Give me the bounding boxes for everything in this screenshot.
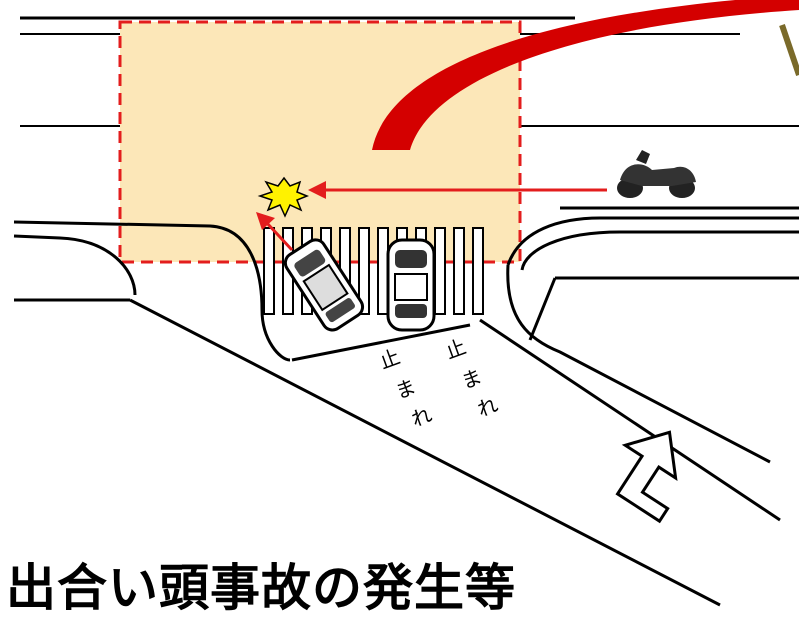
stop-marking-right: 止 ま れ	[442, 334, 501, 421]
stop-char: れ	[408, 402, 435, 431]
stop-char: 止	[442, 334, 469, 363]
car-path-arrow	[256, 212, 294, 252]
stop-marking-left: 止 ま れ	[376, 344, 435, 431]
entering-car	[283, 238, 365, 332]
stopped-car	[386, 238, 436, 332]
left-road-edge	[13, 220, 721, 607]
diagram-caption: 出合い頭事故の発生等	[6, 559, 516, 617]
right-road-edge	[479, 216, 799, 522]
stop-char: ま	[392, 374, 419, 403]
direction-arrow-icon	[615, 430, 678, 524]
stop-char: ま	[458, 364, 485, 393]
motorcycle-path-arrow	[308, 181, 607, 199]
collision-burst-icon	[257, 176, 310, 218]
stop-char: れ	[474, 392, 501, 421]
danger-zone	[118, 20, 522, 264]
motorcycle-icon	[617, 150, 696, 198]
stop-char: 止	[376, 344, 403, 373]
stop-line	[291, 323, 471, 362]
road-post	[779, 24, 799, 76]
vehicle-path-curve	[372, 0, 799, 150]
